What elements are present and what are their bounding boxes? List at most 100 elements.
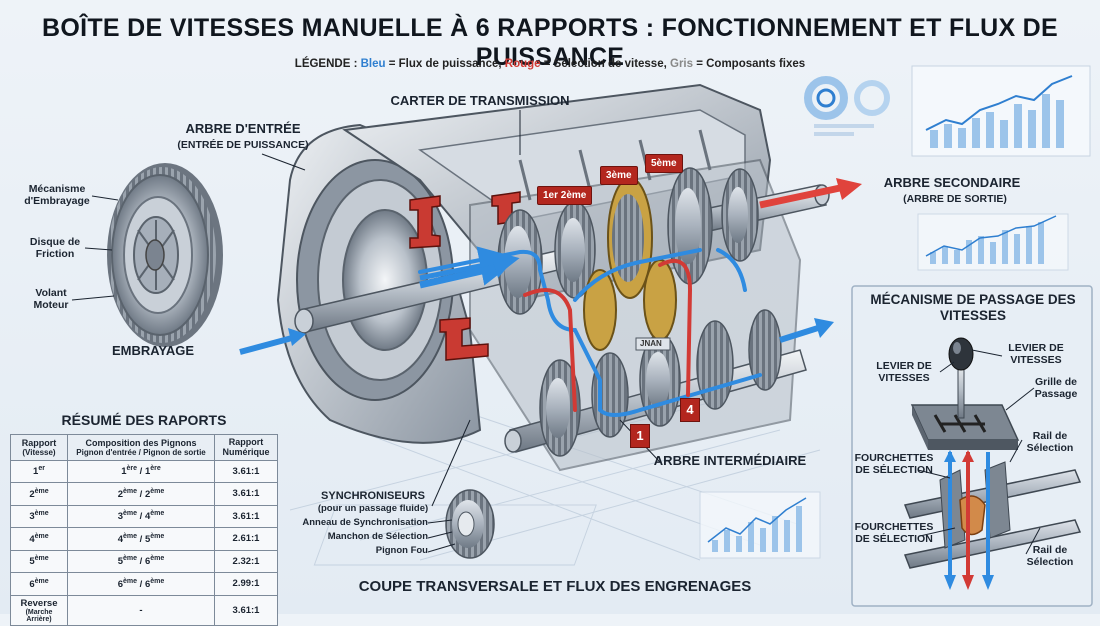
pignon-in-sup: ème (123, 577, 138, 585)
label-levier-left: LEVIER DE VITESSES (876, 360, 932, 385)
label-anneau: Anneau de Synchronisation (302, 517, 428, 528)
output-arrow-red (759, 178, 862, 209)
pignon-in: 1 (121, 466, 127, 478)
shift-lever-assembly (903, 337, 1082, 590)
pignon-in: 4 (117, 534, 124, 546)
separator: / (137, 466, 145, 478)
pignon-out-sup: ème (150, 510, 165, 518)
cell-rapport: 3ème (10, 504, 68, 529)
label-embrayage: EMBRAYAGE (111, 343, 195, 358)
cell-rapport: Reverse(Marche Arrière) (10, 594, 68, 626)
label-arbre-entree-sub: (ENTRÉE DE PUISSANCE) (177, 139, 309, 151)
pignon-out-sup: ème (150, 577, 165, 585)
header-composition-sub: Pignon d'entrée / Pignon de sortie (76, 447, 206, 457)
cell-composition: 6ème / 6ème (67, 572, 215, 596)
label-arbre-entree: ARBRE D'ENTRÉE (185, 121, 301, 136)
separator: / (137, 511, 145, 523)
reverse-sub: (Marche Arrière) (25, 608, 53, 623)
separator: / (137, 534, 145, 546)
pignon-in-sup: ère (126, 465, 138, 473)
gear-tag-1-2: 1er 2ème (537, 186, 593, 205)
cell-composition: 5ème / 6ème (67, 549, 215, 574)
label-fourchettes-top: FOURCHETTES DE SÉLECTION (854, 452, 934, 477)
pignon-out: 1 (144, 466, 151, 478)
pignon-in-sup: ème (123, 555, 138, 563)
label-arbre-secondaire: ARBRE SECONDAIRE (883, 175, 1021, 190)
input-shaft-arrow (419, 258, 512, 289)
header-composition: Composition des Pignons Pignon d'entrée … (67, 434, 215, 461)
pignon-in: 2 (117, 489, 124, 501)
legend-blue-text: = Flux de puissance, (388, 58, 502, 70)
cell-rapport: 4ème (10, 527, 68, 551)
pignon-out: 4 (144, 511, 151, 523)
shift-title: MÉCANISME DE PASSAGE DES VITESSES (870, 292, 1076, 323)
pignon-out: 6 (144, 556, 151, 568)
label-arbre-secondaire-sub: (ARBRE DE SORTIE) (903, 193, 1007, 205)
clutch-assembly (107, 163, 223, 347)
decor-chart-top-right (804, 65, 1091, 157)
pignon-in: 6 (117, 579, 124, 591)
label-carter: CARTER DE TRANSMISSION (390, 93, 570, 108)
cell-composition: 4ème / 5ème (67, 527, 215, 551)
separator: / (137, 556, 145, 568)
pignon-in: 3 (117, 511, 124, 523)
label-mecanisme-embrayage: Mécanisme d'Embrayage (24, 183, 90, 208)
cell-ratio: 2.32:1 (214, 549, 278, 574)
rapport-num: 2 (29, 489, 35, 501)
pignon-out: 5 (144, 534, 151, 546)
pignon-in-sup: ème (123, 510, 138, 518)
label-volant-moteur: Volant Moteur (33, 287, 69, 312)
gear-num-4: 4 (680, 398, 700, 422)
header-rapport: Rapport (Vitesse) (10, 434, 68, 461)
label-arbre-intermediaire: ARBRE INTERMÉDIAIRE (653, 453, 807, 468)
summary-header-row: Rapport (Vitesse) Composition des Pignon… (10, 434, 278, 461)
header-rapport-sub: (Vitesse) (22, 447, 56, 457)
clutch-leaders (71, 195, 119, 301)
separator: / (137, 489, 145, 501)
gear-num-1: 1 (630, 424, 650, 448)
rapport-num: 6 (29, 579, 35, 591)
label-levier-right: LEVIER DE VITESSES (1008, 342, 1064, 367)
summary-table: Rapport (Vitesse) Composition des Pignon… (10, 434, 278, 626)
legend-red-text: = Sélection de vitesse, (543, 58, 667, 70)
power-flow-paths (418, 248, 762, 417)
blue-arrows (419, 246, 520, 286)
separator: / (137, 579, 145, 591)
cell-ratio: 2.61:1 (214, 527, 278, 551)
label-pignon-fou: Pignon Fou (375, 545, 428, 556)
legend-gray-text: = Composants fixes (696, 58, 806, 70)
pignon-in-sup: ème (123, 487, 138, 495)
output-arrow-blue (779, 318, 834, 343)
pignon-out-sup: ème (150, 532, 165, 540)
cell-rapport: 2ème (10, 482, 68, 506)
rapport-num: 5 (29, 556, 35, 568)
pignon-in: 5 (117, 556, 124, 568)
pignon-in-sup: ème (123, 532, 138, 540)
table-row-reverse: Reverse(Marche Arrière)-3.61:1 (10, 594, 278, 626)
gear-tag-3: 3ème (600, 166, 638, 185)
cell-rapport: 5ème (10, 549, 68, 574)
cell-ratio: 3.61:1 (214, 594, 278, 626)
cell-rapport: 1er (10, 459, 68, 484)
cell-composition: 1ère / 1ère (67, 459, 215, 484)
rapport-num: 3 (29, 511, 35, 523)
shift-leaders (917, 349, 1041, 555)
cell-composition: 2ème / 2ème (67, 482, 215, 506)
pignon-out: 2 (144, 489, 151, 501)
pignon-out: 6 (144, 579, 151, 591)
synchronizer-part (445, 489, 495, 559)
cell-composition: - (67, 594, 215, 626)
legend-blue-word: Bleu (360, 58, 386, 70)
rapport-sup: er (38, 465, 45, 473)
reverse-label: Reverse (20, 597, 58, 609)
rapport-sup: ème (34, 532, 49, 540)
cell-ratio: 3.61:1 (214, 482, 278, 506)
legend-prefix: LÉGENDE : (294, 58, 358, 70)
